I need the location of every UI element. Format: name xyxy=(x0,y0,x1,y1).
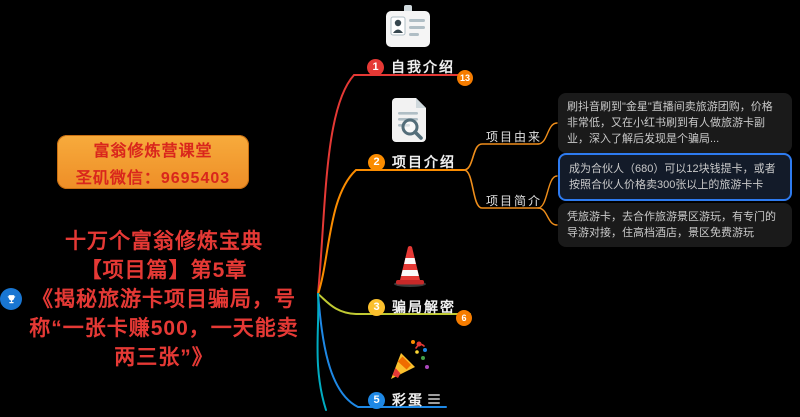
topic-1-number: 1 xyxy=(367,58,384,76)
party-popper-icon xyxy=(388,336,430,387)
branch-4-line xyxy=(316,293,327,411)
branch-2-line xyxy=(317,169,465,295)
topic-project-intro[interactable]: 2 项目介绍 xyxy=(368,152,456,172)
note-project-origin[interactable]: 刷抖音刷到"金星"直播间卖旅游团购，价格非常低，又在小红书刷到有人做旅游卡副业，… xyxy=(558,93,792,153)
topic-5-number: 5 xyxy=(368,391,385,409)
document-search-icon xyxy=(388,96,430,149)
topic-scam-reveal[interactable]: 3 骗局解密 xyxy=(368,297,456,317)
topic-easter-egg[interactable]: 5 彩蛋 xyxy=(368,390,424,410)
banner-topic[interactable]: 富翁修炼营课堂 圣矶微信：9695403 xyxy=(57,135,249,189)
banner-line1: 富翁修炼营课堂 xyxy=(93,142,213,160)
topic-1-count-badge[interactable]: 13 xyxy=(457,70,473,86)
note-project-brief-1[interactable]: 成为合伙人（680）可以12块钱提卡，或者按照合伙人价格卖300张以上的旅游卡卡 xyxy=(558,153,792,201)
topic-2-number: 2 xyxy=(368,153,385,171)
subtopic-project-origin[interactable]: 项目由来 xyxy=(486,130,543,144)
connector-intro1-box xyxy=(537,175,558,209)
branch-3-line xyxy=(317,293,471,315)
branch-5-line xyxy=(317,293,447,408)
subtopic-project-brief[interactable]: 项目简介 xyxy=(486,194,543,208)
topic-self-intro[interactable]: 1 自我介绍 xyxy=(367,57,455,77)
topic-3-label: 骗局解密 xyxy=(392,299,456,315)
topic-3-number: 3 xyxy=(368,298,385,316)
trophy-icon xyxy=(0,288,22,310)
slogan-line-4: 称“一张卡赚500，一天能卖 xyxy=(29,317,299,340)
topic-1-label: 自我介绍 xyxy=(391,59,455,75)
note-project-brief-2[interactable]: 凭旅游卡，去合作旅游景区游玩，有专门的导游对接，住高档酒店，景区免费游玩 xyxy=(558,203,792,247)
slogan-line-2: 【项目篇】第5章 xyxy=(80,259,248,282)
notes-icon[interactable] xyxy=(428,394,440,404)
id-card-icon xyxy=(384,4,432,55)
connector-origin-box xyxy=(537,122,558,145)
topic-3-count-badge[interactable]: 6 xyxy=(456,310,472,326)
branch-intro-line xyxy=(463,169,539,209)
slogan-topic[interactable]: 十万个富翁修炼宝典 【项目篇】第5章 《揭秘旅游卡项目骗局，号 称“一张卡赚50… xyxy=(8,227,320,372)
traffic-cone-icon xyxy=(392,242,428,293)
topic-2-label: 项目介绍 xyxy=(392,154,456,170)
connector-intro2-box xyxy=(537,207,558,226)
slogan-line-1: 十万个富翁修炼宝典 xyxy=(65,230,263,253)
branch-1-line xyxy=(317,74,469,295)
branch-origin-line xyxy=(463,143,539,171)
banner-line2: 圣矶微信：9695403 xyxy=(75,169,231,187)
slogan-line-5: 两三张”》 xyxy=(114,346,214,369)
topic-5-label: 彩蛋 xyxy=(392,392,424,408)
slogan-line-3: 《揭秘旅游卡项目骗局，号 xyxy=(32,288,296,311)
